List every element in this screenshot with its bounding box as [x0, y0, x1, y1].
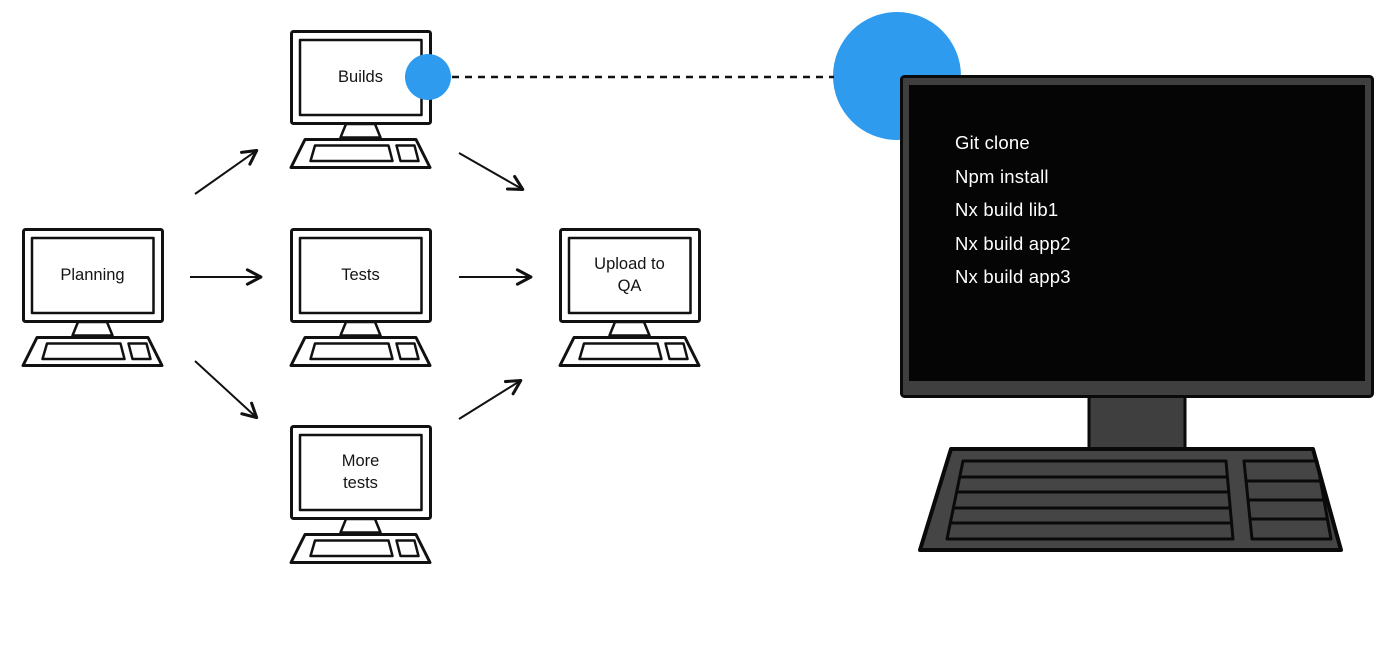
terminal-line: Npm install — [955, 165, 1049, 187]
terminal-line: Git clone — [955, 132, 1030, 153]
desktop-computer-icon — [900, 75, 1374, 552]
zoom-dot-icon — [405, 54, 451, 100]
upload-qa-computer-icon — [558, 228, 701, 367]
terminal-line: Nx build app3 — [955, 266, 1071, 287]
keyboard-numpad — [1242, 459, 1333, 541]
tests-computer-icon — [289, 228, 432, 367]
terminal-screen — [909, 85, 1365, 381]
keyboard-main-keys — [945, 459, 1235, 541]
arrow-more-tests-to-upload — [458, 378, 523, 420]
desktop-keyboard — [918, 447, 1343, 552]
terminal-line: Nx build app2 — [955, 232, 1071, 254]
arrow-planning-to-more-tests — [194, 360, 259, 420]
terminal-line: Nx build lib1 — [955, 199, 1059, 220]
builds-computer-icon — [289, 30, 432, 169]
monitor-stand — [1087, 388, 1187, 456]
arrow-planning-to-builds — [194, 148, 259, 195]
terminal-output: Git clone Npm install Nx build lib1 Nx b… — [955, 126, 1071, 294]
more-tests-computer-icon — [289, 425, 432, 564]
arrow-builds-to-upload — [458, 152, 525, 191]
planning-computer-icon — [21, 228, 164, 367]
